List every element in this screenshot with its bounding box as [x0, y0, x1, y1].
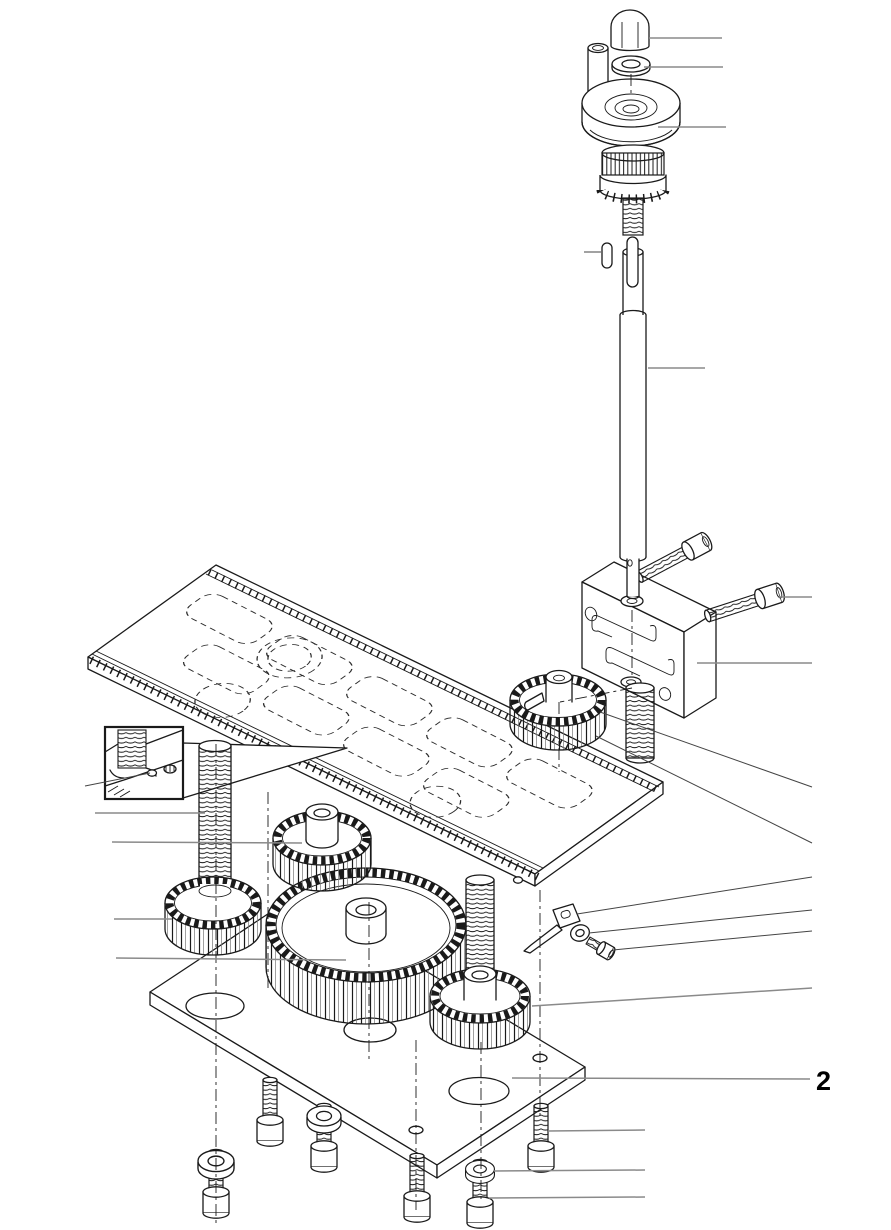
drive-pinion [509, 669, 607, 751]
taper-pin [523, 903, 581, 954]
bearing-block [581, 561, 717, 719]
set-screw-icon [146, 764, 177, 777]
base-washer [464, 1159, 496, 1185]
top-washer [611, 55, 651, 77]
block-slot [591, 615, 675, 677]
handwheel [581, 42, 681, 147]
graduated-dial [596, 144, 670, 204]
base-plate-hole [448, 1076, 510, 1106]
part-number-label: 2 [816, 1066, 831, 1096]
main-gear-hub [345, 897, 387, 945]
table-edge-hole [512, 876, 524, 884]
cap-nut [610, 9, 650, 52]
drive-pinion-hub [545, 669, 573, 703]
small-screw [585, 936, 616, 961]
lead-screw-left [198, 739, 232, 889]
pinion-middle [272, 803, 372, 892]
hub-pin [524, 692, 545, 711]
small-washer [569, 924, 591, 942]
block-screw-2 [701, 581, 788, 627]
shaft-key [601, 242, 613, 269]
pinion-middle-hub [305, 803, 339, 849]
lead-screw-right [465, 874, 495, 971]
pinion-right-hub [463, 965, 497, 1001]
pinion-right [429, 965, 531, 1050]
table-plate [87, 564, 664, 887]
base-washer [306, 1105, 342, 1134]
base-screw [256, 1076, 284, 1147]
main-gear [265, 867, 467, 1025]
leader-lines [84, 37, 813, 1199]
base-plate-hole [185, 992, 245, 1020]
drive-shaft [619, 197, 647, 600]
pinion-left [164, 876, 262, 956]
table-slot-pattern [182, 593, 593, 818]
base-plate [149, 893, 586, 1179]
